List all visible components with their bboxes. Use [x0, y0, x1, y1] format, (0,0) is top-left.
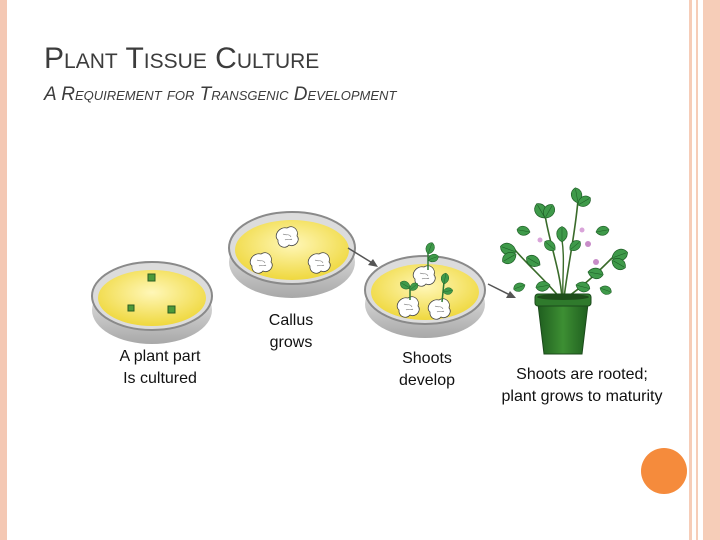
- caption-line: plant grows to maturity: [501, 388, 663, 405]
- callus-mass: [396, 296, 420, 318]
- callus-mass: [275, 226, 299, 248]
- shoot: [440, 272, 454, 303]
- shoot: [423, 240, 440, 270]
- petri-dish-explant: [91, 261, 213, 344]
- caption-line: Shoots are rooted;: [516, 366, 648, 383]
- arrow-callus-to-shoots: [347, 247, 378, 267]
- petri-dish-callus: [228, 211, 356, 298]
- right-accent-stripe: [696, 0, 698, 540]
- flower: [585, 241, 591, 247]
- slide-subtitle: A Requirement for Transgenic Development: [44, 84, 397, 105]
- petri-dish-shoots: [364, 240, 486, 338]
- plant-foliage: [498, 186, 630, 299]
- flower: [579, 227, 585, 233]
- explant-piece: [147, 273, 156, 282]
- flower: [537, 237, 543, 243]
- shoot: [398, 279, 420, 300]
- callus-mass: [427, 298, 451, 320]
- flower: [593, 259, 599, 265]
- plant-pot: [534, 293, 592, 355]
- caption-line: Is cultured: [123, 370, 197, 387]
- callus-mass: [307, 252, 331, 274]
- step-caption-rooted: Shoots are rooted; plant grows to maturi…: [478, 364, 686, 408]
- potted-plant: [498, 186, 630, 355]
- step-caption-plant-part: A plant part Is cultured: [105, 346, 215, 390]
- caption-line: grows: [269, 334, 313, 351]
- callus-mass: [249, 252, 273, 274]
- explant-piece: [127, 304, 135, 312]
- accent-circle: [641, 448, 687, 494]
- right-accent-stripe: [689, 0, 692, 540]
- arrow-shoots-to-plant: [487, 283, 516, 298]
- step-caption-shoots: Shoots develop: [382, 348, 472, 392]
- step-caption-callus: Callus grows: [248, 310, 334, 354]
- caption-line: A plant part: [119, 348, 201, 365]
- left-accent-stripe: [0, 0, 7, 540]
- right-accent-stripe: [703, 0, 720, 540]
- explant-piece: [167, 305, 176, 314]
- slide-title: Plant Tissue Culture: [44, 42, 320, 75]
- caption-line: Callus: [268, 312, 314, 329]
- caption-line: Shoots: [402, 350, 452, 367]
- caption-line: develop: [398, 372, 456, 389]
